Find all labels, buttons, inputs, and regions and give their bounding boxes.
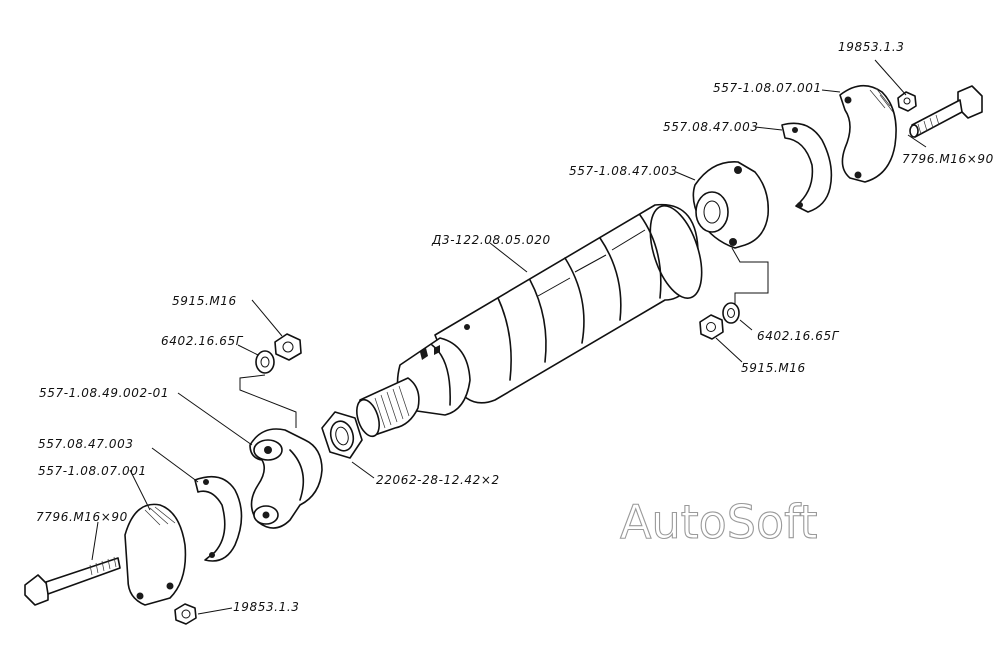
label-top-washer-nut: 19853.1.3 [838, 40, 904, 54]
label-left-bolt: 7796.M16×90 [36, 510, 128, 524]
label-right-nut: 5915.M16 [741, 361, 806, 375]
right-cap-drawing [839, 84, 897, 183]
right-liner-drawing [781, 122, 833, 213]
label-top-liner: 557.08.47.003 [663, 120, 759, 134]
label-right-spring-washer: 6402.16.65Г [757, 329, 840, 343]
label-top-cap: 557-1.08.07.001 [713, 81, 822, 95]
right-nut-washer-drawing [699, 302, 740, 340]
shaft-drawing [356, 203, 703, 438]
right-bolt-drawing [909, 85, 983, 138]
label-top-housing: 557-1.08.47.003 [569, 164, 678, 178]
label-left-housing: 557-1.08.49.002-01 [39, 386, 169, 400]
left-liner-drawing [194, 475, 243, 562]
left-cap-drawing [124, 503, 187, 606]
label-top-bolt: 7796.M16×90 [902, 152, 994, 166]
big-nut-drawing [321, 411, 363, 459]
left-nut-washer-drawing [255, 333, 302, 374]
right-housing-drawing [692, 161, 770, 249]
label-left-cap: 557-1.08.07.001 [38, 464, 147, 478]
leader-lines [91, 59, 927, 615]
watermark: AutoSoft [620, 495, 818, 549]
label-shaft: Д3-122.08.05.020 [431, 233, 551, 247]
bottom-nut-drawing [174, 603, 197, 625]
left-housing-drawing [249, 428, 323, 529]
label-left-nut: 5915.M16 [172, 294, 237, 308]
top-nut-drawing [897, 91, 917, 112]
label-left-liner: 557.08.47.003 [38, 437, 134, 451]
label-big-nut: 22062-28-12.42×2 [376, 473, 500, 487]
label-bottom-nut: 19853.1.3 [233, 600, 299, 614]
left-bolt-drawing [24, 556, 121, 606]
label-left-spring-washer: 6402.16.65Г [161, 334, 244, 348]
